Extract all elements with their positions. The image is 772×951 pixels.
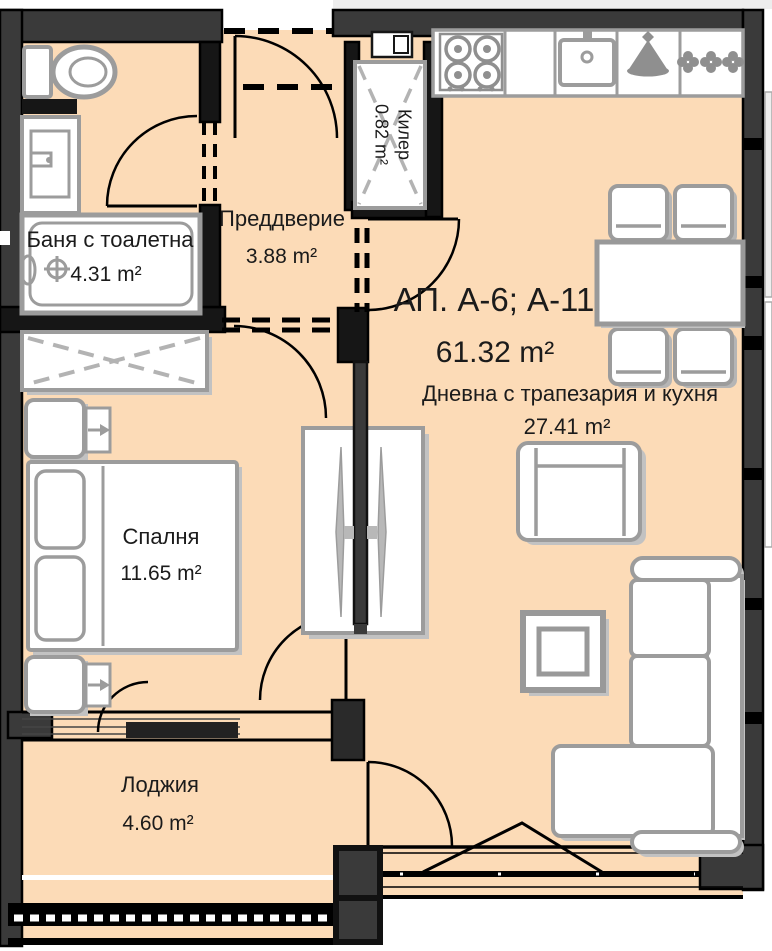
bathtub-icon	[19, 212, 203, 316]
loggia-railing	[8, 875, 340, 945]
bedroom-area: 11.65 m²	[120, 562, 202, 585]
living-label: Дневна с трапезария и кухня	[421, 381, 718, 406]
dashed-openings	[202, 28, 370, 333]
chair-icon	[608, 327, 669, 386]
apartment-total-area: 61.32 m²	[435, 336, 555, 369]
kitchen-sink-icon	[558, 30, 616, 87]
dining-set	[594, 184, 746, 388]
window-casement-bedroom	[96, 680, 149, 733]
wall-stub	[22, 99, 77, 114]
door-hall-living	[368, 217, 461, 312]
wall-partition	[352, 360, 369, 626]
bedroom-loggia-window	[22, 710, 332, 742]
door-hall-bedroom	[233, 324, 328, 419]
chair-icon	[608, 184, 669, 242]
wall-top-left	[0, 8, 224, 44]
kitchen	[431, 28, 745, 98]
hallway-label: Преддверие	[219, 206, 345, 231]
wall-bath-hall-upper	[198, 40, 222, 124]
nightstand-icon	[24, 655, 86, 714]
sink-icon	[20, 115, 81, 215]
door-entrance	[233, 34, 339, 139]
doors	[96, 34, 603, 874]
wall-notches	[0, 138, 763, 724]
door-balcony-tilt	[422, 821, 603, 874]
loggia-label: Лоджия	[121, 772, 199, 797]
closet	[353, 30, 427, 210]
column-bottom	[333, 845, 383, 945]
bathroom-area: 4.31 m²	[70, 263, 142, 286]
wall-left	[0, 8, 24, 948]
hallway-area: 3.88 m²	[245, 245, 318, 268]
door-loggia-living	[366, 760, 454, 847]
armchair-icon	[516, 441, 646, 545]
coffee-table-icon	[520, 610, 609, 696]
chair-icon	[673, 327, 734, 386]
tv-icon	[335, 446, 345, 618]
bathroom-fixtures	[19, 44, 203, 316]
pillow-icon	[34, 555, 86, 642]
living-furniture	[516, 441, 745, 857]
column-mid	[330, 698, 366, 762]
dining-table-icon	[594, 239, 746, 327]
living-area: 27.41 m²	[523, 414, 611, 439]
bathroom-label: Баня с тоалетна	[26, 227, 194, 252]
pillow-icon	[34, 469, 86, 550]
apartment-title: АП. А-6; А-11	[393, 281, 595, 318]
decor-flowers-icon	[677, 51, 744, 73]
loggia-area: 4.60 m²	[122, 812, 194, 835]
chair-icon	[673, 184, 734, 242]
door-bathroom	[105, 114, 198, 208]
neighbour-strip	[764, 91, 772, 548]
bedroom-label: Спалня	[122, 524, 200, 549]
tv-icon	[377, 446, 387, 618]
stove-icon	[438, 32, 504, 92]
tv-partition	[301, 360, 429, 639]
closet-label: Килер 0.82 m²	[372, 103, 415, 166]
column-hall	[336, 306, 370, 364]
dish-rack-icon	[627, 31, 669, 77]
toilet-icon	[22, 44, 118, 100]
bedroom-furniture	[20, 330, 242, 716]
nightstand-icon	[24, 398, 86, 459]
corner-sofa-icon	[551, 556, 745, 857]
entrance-recess	[222, 0, 337, 30]
